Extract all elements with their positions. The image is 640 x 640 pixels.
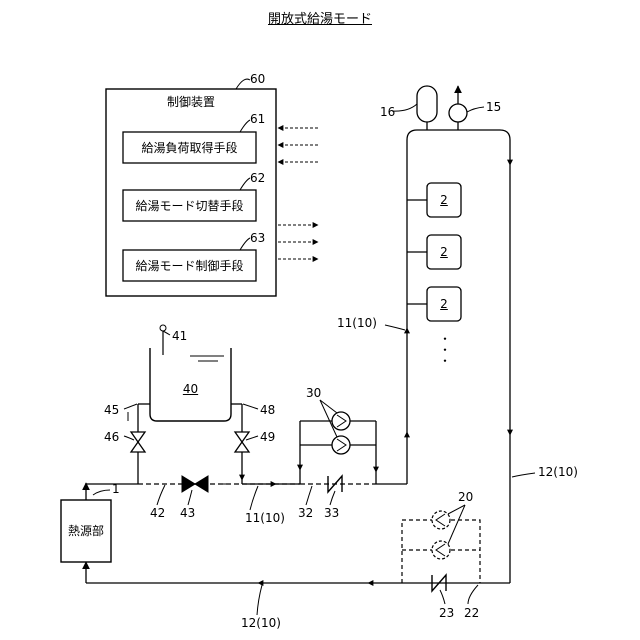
check-valve-33 xyxy=(328,476,342,492)
expansion-tank xyxy=(417,86,437,122)
unit-2-ref: 62 xyxy=(250,171,265,185)
check-23-ref: 23 xyxy=(439,606,454,620)
heat-source-label: 熱源部 xyxy=(61,524,111,538)
unit-1-label: 給湯負荷取得手段 xyxy=(123,141,256,155)
unit-3-ref: 63 xyxy=(250,231,265,245)
return-pumps-ref: 20 xyxy=(458,490,473,504)
level-sensor xyxy=(160,325,166,331)
unit-box-3-label: 2 xyxy=(427,297,461,311)
bypass-line-ref: 32 xyxy=(298,506,313,520)
unit-2-label: 給湯モード切替手段 xyxy=(123,199,256,213)
return-right-ref: 12(10) xyxy=(538,465,578,479)
right-pipe-ref: 48 xyxy=(260,403,275,417)
pump-30-ref: 30 xyxy=(306,386,321,400)
air-vent xyxy=(449,104,467,122)
valve-49 xyxy=(235,432,249,452)
unit-box-2-label: 2 xyxy=(427,245,461,259)
bypass-valve-ref: 43 xyxy=(180,506,195,520)
controller-title: 制御装置 xyxy=(106,95,276,109)
sensor-ref: 41 xyxy=(172,329,187,343)
controller-ref: 60 xyxy=(250,72,265,86)
valve-46 xyxy=(131,432,145,452)
return-bottom-ref: 12(10) xyxy=(241,616,281,630)
valve-49-ref: 49 xyxy=(260,430,275,444)
valve-46-ref: 46 xyxy=(104,430,119,444)
unit-1-ref: 61 xyxy=(250,112,265,126)
unit-3-label: 給湯モード制御手段 xyxy=(123,259,256,273)
pump-30-a xyxy=(332,412,350,430)
bypass-valve xyxy=(182,476,208,492)
units-ellipsis: ・・・ xyxy=(437,333,451,366)
return-pump-b xyxy=(432,541,450,559)
air-vent-ref: 15 xyxy=(486,100,501,114)
return-pump-a xyxy=(432,511,450,529)
supply-bottom-ref: 11(10) xyxy=(245,511,285,525)
supply-riser-ref: 11(10) xyxy=(337,316,377,330)
return-bypass-ref: 22 xyxy=(464,606,479,620)
pump-30-b xyxy=(332,436,350,454)
expansion-tank-ref: 16 xyxy=(380,105,395,119)
bypass-pipe-ref: 42 xyxy=(150,506,165,520)
tank-label: 40 xyxy=(150,382,231,396)
heat-source-ref: 1 xyxy=(112,482,120,496)
check-33-ref: 33 xyxy=(324,506,339,520)
left-pipe-ref: 45 xyxy=(104,403,119,417)
unit-box-1-label: 2 xyxy=(427,193,461,207)
